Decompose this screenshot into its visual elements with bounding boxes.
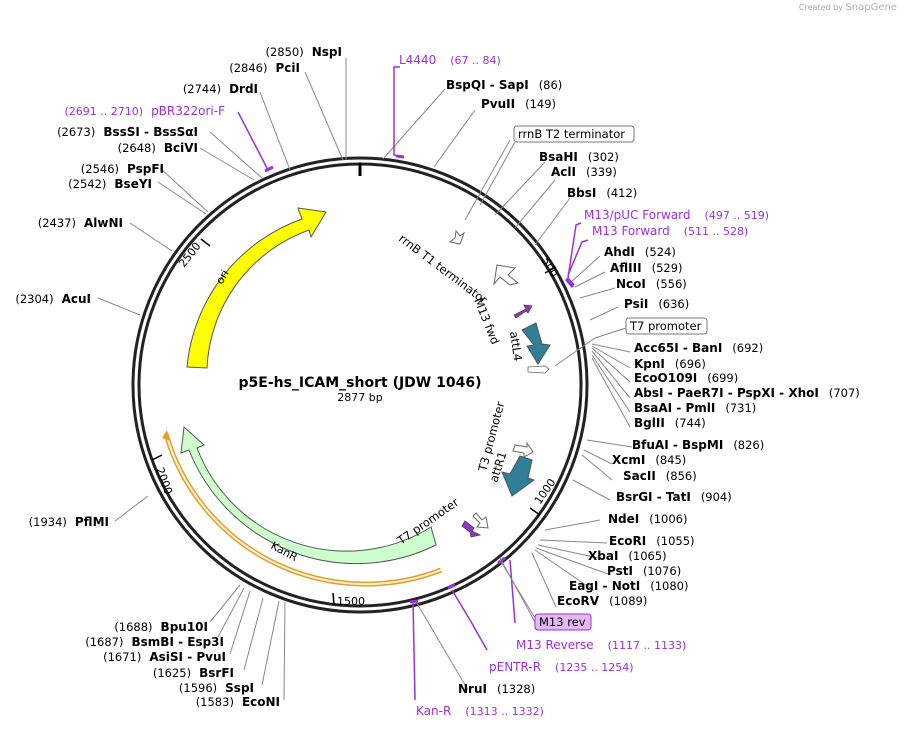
site-label-bspqi[interactable]: BspQI - SapI(86) [446,78,562,92]
site-label-bcivi[interactable]: (2648)BciVI [118,141,198,155]
site-label-bsaai[interactable]: BsaAI - PmlI(731) [634,401,756,415]
rrnb-t1-terminator-label[interactable]: rrnB T1 terminator [396,231,490,307]
site-label-psii[interactable]: PsiI(636) [624,297,689,311]
primer-label-pbr322ori-f[interactable]: (2691 .. 2710)pBR322ori-F [65,104,226,118]
site-label-acli[interactable]: AclI(339) [551,165,617,179]
tick-500 [544,266,557,274]
attl4-label[interactable]: attL4 [507,330,525,361]
site-label-acc65i[interactable]: Acc65I - BanI(692) [634,341,763,355]
t3-promoter-feature[interactable] [512,441,534,458]
rrnb-t1-terminator-feature[interactable] [493,264,520,286]
site-label-econi[interactable]: (1583)EcoNI [196,695,280,709]
site-label-absi[interactable]: AbsI - PaeR7I - PspXI - XhoI(707) [634,386,860,400]
primer-label-l4440[interactable]: L4440(67 .. 84) [399,53,501,67]
plasmid-length: 2877 bp [337,391,382,404]
site-label-xcmi[interactable]: XcmI(845) [612,453,686,467]
rrnb-t2-terminator-feature[interactable] [448,229,466,245]
primer-label-m13-puc-forward[interactable]: M13/pUC Forward(497 .. 519) [584,208,769,222]
rrnb-t2-terminator-box[interactable] [513,125,635,143]
site-label-nspi[interactable]: (2850)NspI [266,45,343,59]
primer-markers [237,66,589,701]
site-label-bsrgi[interactable]: BsrGI - TatI(904) [616,490,732,504]
site-label-acui[interactable]: (2304)AcuI [15,292,91,306]
left-connectors [97,58,347,701]
primer-label-m13-reverse[interactable]: M13 Reverse(1117 .. 1133) [516,638,686,652]
left-site-labels: (2850)NspI (2846)PciI (2744)DrdI (2673)B… [15,45,342,709]
site-label-bseyi[interactable]: (2542)BseYI [68,177,152,191]
m13-rev-feature[interactable] [461,520,482,538]
snapgene-logo-text: SnapGene [845,2,897,13]
site-label-bbsi[interactable]: BbsI(412) [567,186,637,200]
tick-label-2000: 2000 [153,466,175,497]
site-label-bsmbi[interactable]: (1687)BsmBI - Esp3I [85,635,224,649]
attl4-small-feature [527,365,550,374]
site-label-bglii[interactable]: BglII(744) [634,416,706,430]
site-label-nrui[interactable]: NruI(1328) [458,682,535,696]
right-site-labels: BspQI - SapI(86) PvuII(149) BsaHI(302) A… [446,78,860,696]
t7-promoter-text: T7 promoter [629,319,702,333]
m13-fwd-label[interactable]: M13 fwd [471,296,502,346]
right-connectors [382,88,633,691]
site-label-psti[interactable]: PstI(1076) [607,564,681,578]
site-label-eagi[interactable]: EagI - NotI(1080) [569,579,688,593]
primer-label-m13-forward[interactable]: M13 Forward(511 .. 528) [592,224,748,238]
attr1-feature[interactable] [501,455,536,497]
site-label-drdi[interactable]: (2744)DrdI [183,82,258,96]
m13-rev-box[interactable] [534,613,592,631]
site-label-pflmi[interactable]: (1934)PflMI [29,515,109,529]
kanr-orf [163,433,442,587]
ori-feature[interactable] [186,207,327,369]
site-label-sspi[interactable]: (1596)SspI [179,681,254,695]
kanr-feature[interactable] [180,425,437,565]
tick-1500 [332,592,335,606]
site-label-asisi[interactable]: (1671)AsiSI - PvuI [103,650,226,664]
backbone-outer [131,156,589,614]
rrnb-t2-terminator-text: rrnB T2 terminator [518,127,625,141]
kanr-orf-inner [165,433,442,586]
m13-fwd-feature[interactable] [513,304,533,319]
tick-1000 [529,507,541,516]
t7-promoter-box[interactable] [625,317,708,335]
site-label-ecorv[interactable]: EcoRV(1089) [557,594,647,608]
site-label-ahdi[interactable]: AhdI(524) [604,245,676,259]
site-label-ndei[interactable]: NdeI(1006) [608,512,688,526]
boxed-labels: rrnB T2 terminator T7 promoter M13 rev [479,125,708,631]
site-label-ecoo109i[interactable]: EcoO109I(699) [634,371,738,385]
primer-ticks [264,154,575,604]
site-label-bsssi[interactable]: (2673)BssSI - BssSαI [57,125,198,139]
ori-label[interactable]: ori [213,268,231,287]
site-label-bsahi[interactable]: BsaHI(302) [539,150,619,164]
site-label-bfuai[interactable]: BfuAI - BspMI(826) [632,438,764,452]
site-label-bpu10i[interactable]: (1688)Bpu10I [114,620,208,634]
m13-rev-text: M13 rev [539,615,586,629]
tick-2500 [200,238,211,247]
site-label-afliii[interactable]: AflIII(529) [610,261,683,275]
snapgene-watermark: Created by SnapGene [798,2,897,13]
primer-label-pentr-r[interactable]: pENTR-R(1235 .. 1254) [489,660,634,674]
site-label-kpni[interactable]: KpnI(696) [634,357,706,371]
site-label-alwni[interactable]: (2437)AlwNI [38,216,123,230]
site-label-bsrfi[interactable]: (1625)BsrFI [153,666,234,680]
tick-2000 [151,454,163,461]
site-label-ecori[interactable]: EcoRI(1055) [609,534,695,548]
site-label-pvuii[interactable]: PvuII(149) [481,97,556,111]
primer-labels: L4440(67 .. 84) M13/pUC Forward(497 .. 5… [65,53,770,718]
site-label-sacii[interactable]: SacII(856) [623,469,697,483]
t7-promoter-feature[interactable] [472,512,489,529]
attl4-feature[interactable] [521,322,551,365]
site-label-pspfi[interactable]: (2546)PspFI [81,162,164,176]
site-label-pcii[interactable]: (2846)PciI [229,61,300,75]
plasmid-name: p5E-hs_ICAM_short (JDW 1046) [239,375,482,391]
site-label-ncoi[interactable]: NcoI(556) [616,277,687,291]
primer-label-kan-r[interactable]: Kan-R(1313 .. 1332) [416,704,544,718]
site-label-xbai[interactable]: XbaI(1065) [588,549,667,563]
kanr-orf-arrow-icon [162,430,170,441]
tick-label-1500: 1500 [337,595,365,608]
